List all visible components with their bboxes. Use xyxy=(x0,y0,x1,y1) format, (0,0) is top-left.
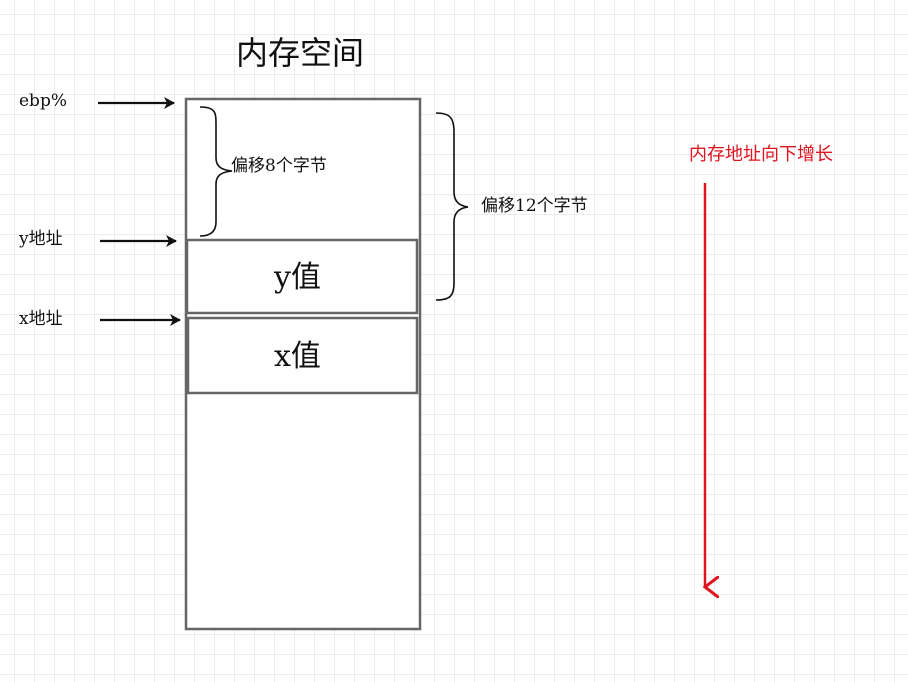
offset-8-label: 偏移8个字节 xyxy=(231,156,327,176)
y-address-label: y地址 xyxy=(19,229,63,249)
diagram-title: 内存空间 xyxy=(236,34,365,72)
x-value-cell xyxy=(186,316,419,395)
y-value-label: y值 xyxy=(274,260,321,295)
offset-8-brace xyxy=(199,106,233,237)
ebp-label: ebp% xyxy=(19,91,67,111)
x-value-label: x值 xyxy=(274,339,321,374)
growth-direction-label: 内存地址向下增长 xyxy=(689,144,833,165)
offset-12-brace xyxy=(435,112,469,301)
y-value-cell xyxy=(185,238,419,315)
x-address-label: x地址 xyxy=(19,309,63,329)
offset-12-label: 偏移12个字节 xyxy=(481,196,588,216)
